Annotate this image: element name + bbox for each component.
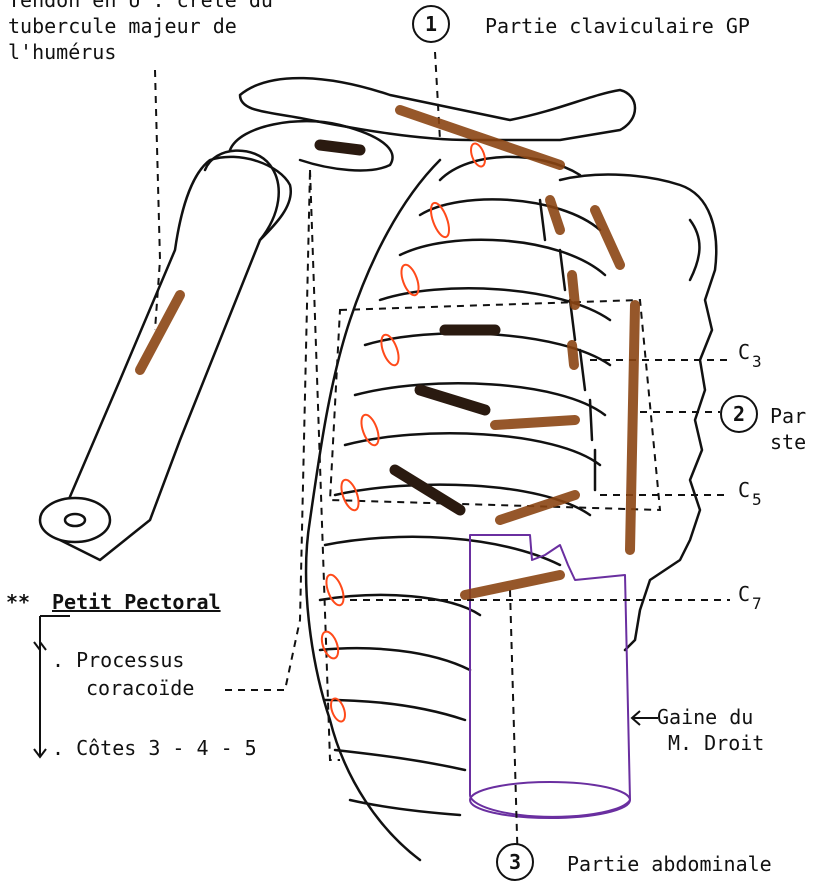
insertion-rib-c xyxy=(572,345,574,365)
insertion-rib-d xyxy=(495,420,575,425)
humerus-cut xyxy=(40,498,110,542)
gaine-arrow xyxy=(628,708,660,728)
petit-stars: ** xyxy=(6,590,30,615)
insertion-rib-f xyxy=(465,575,560,595)
origin-rib-4 xyxy=(420,390,485,410)
rectus-sheath-bottom xyxy=(470,782,630,818)
rib-2 xyxy=(420,199,600,230)
humerus xyxy=(60,157,291,560)
c5-label: C xyxy=(738,478,750,503)
insertion-humerus xyxy=(140,295,180,370)
insertion-rib-e xyxy=(500,495,575,520)
leader-cotes xyxy=(310,170,340,760)
processus-line1: . Processus xyxy=(52,648,184,673)
processus-line2: coracoïde xyxy=(86,676,194,701)
gaine-line1: Gaine du xyxy=(657,705,753,730)
origin-rib-5 xyxy=(395,470,460,510)
rib-7 xyxy=(345,433,600,465)
insertion-sternum-2 xyxy=(630,305,635,550)
tendon-label-line3: l'humérus xyxy=(8,40,116,65)
c3-label: C xyxy=(738,340,750,365)
c7-subscript: 7 xyxy=(752,594,762,613)
part2-label-line1: Par xyxy=(770,404,806,429)
rib-12 xyxy=(325,700,465,720)
part3-number: 3 xyxy=(496,843,534,881)
leader-processus xyxy=(225,170,310,690)
petit-pectoral-title: Petit Pectoral xyxy=(52,590,221,615)
part3-label: Partie abdominale xyxy=(567,852,772,877)
c7-label: C xyxy=(738,582,750,607)
sternum-inner xyxy=(690,220,699,280)
part2-number: 2 xyxy=(720,395,758,433)
humeral-head xyxy=(205,151,279,240)
rib-3 xyxy=(400,240,605,275)
rib-13 xyxy=(335,750,465,770)
gaine-line2: M. Droit xyxy=(668,731,764,756)
part1-label: Partie claviculaire GP xyxy=(485,14,750,39)
rib-11 xyxy=(320,648,470,670)
c3-subscript: 3 xyxy=(752,352,762,371)
insertion-sternum xyxy=(595,210,620,265)
insertion-rib-a xyxy=(550,200,560,230)
rib-9 xyxy=(325,537,560,565)
leader-tendon xyxy=(155,70,160,330)
cotes-label: . Côtes 3 - 4 - 5 xyxy=(52,736,257,761)
leader-part3 xyxy=(510,590,518,870)
tendon-label-line1: Tendon en U : crête du xyxy=(8,0,273,13)
part2-label-line2: ste xyxy=(770,430,806,455)
rib-14 xyxy=(350,800,460,815)
origin-coracoid xyxy=(320,145,360,150)
part1-number: 1 xyxy=(412,5,450,43)
acromion xyxy=(230,121,393,170)
tendon-label-line2: tubercule majeur de xyxy=(8,14,237,39)
c5-subscript: 5 xyxy=(752,490,762,509)
insertion-rib-b xyxy=(572,275,575,305)
